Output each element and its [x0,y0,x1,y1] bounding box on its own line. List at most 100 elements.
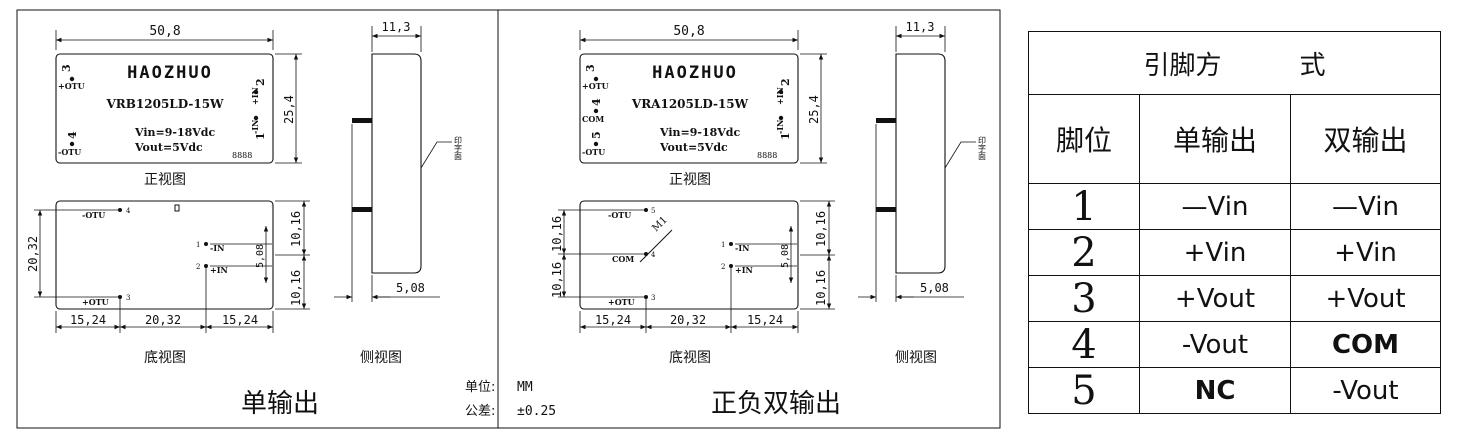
dim-side: 11,3 [382,20,411,34]
svg-text:1: 1 [254,132,267,140]
dim-width: 50,8 [149,24,180,39]
pin-1-front: 1 -IN [250,115,267,140]
pin-3-front: 3 +OTU [582,64,609,91]
pin-1-front: 1 -IN [775,115,792,140]
svg-text:2: 2 [779,78,792,86]
units-note: 单位: MM [465,380,533,395]
dim-side-pin: 5,08 [920,281,949,295]
module-bottom [55,200,274,310]
table-title-row: 引脚方 式 [1027,31,1442,95]
dual-output-value: +Vin [1289,229,1442,276]
svg-text:+IN: +IN [210,265,228,275]
pin-2-front: 2 +IN [250,78,267,105]
dim-pin-pitch: 5,08 [255,244,266,268]
bottom-view: 20,32 -OTU 4 +OTU 3 1 -IN 2 +IN [26,200,310,366]
module-front [55,53,274,164]
print-face-label: 印字面 [978,136,987,161]
brand-label: HAOZHUO [652,63,738,83]
pin-number: 2 [1028,229,1140,276]
dim-width: 50,8 [673,24,704,39]
svg-text:2: 2 [721,263,725,271]
svg-text:-IN: -IN [210,243,224,253]
vin-label: Vin=9-18Vdc [134,126,215,139]
dim-bottom-left: 20,32 [26,236,40,272]
pin-2-front: 2 +IN [775,78,792,105]
single-output-value: +Vin [1139,229,1291,276]
dim-height: 25,4 [282,95,296,124]
dim-bottom-left-a: 10,16 [550,216,564,252]
dim-b1: 15,24 [70,313,106,327]
pin-4-front: 4 COM [582,98,604,124]
dim-b3: 15,24 [747,313,783,327]
svg-text:4: 4 [66,131,79,139]
svg-text:4: 4 [590,98,603,106]
svg-text:公差:: 公差: [465,404,495,419]
table-header-row: 脚位 单输出 双输出 [1028,94,1442,184]
pin-1-bottom: 1 -IN [196,241,224,253]
svg-text:+OTU: +OTU [608,297,635,307]
side-view-caption: 侧视图 [895,350,937,366]
model-label: VRB1205LD-15W [105,97,224,111]
vin-label: Vin=9-18Vdc [659,126,740,139]
pin-number: 3 [1028,275,1140,322]
svg-text:3: 3 [126,294,130,302]
dim-bottom-left-b: 10,16 [550,262,564,298]
single-output-value: NC [1139,367,1291,414]
single-output-value: —Vin [1139,183,1291,230]
pin-2-bottom: 2 +IN [196,263,228,275]
dim-bottom-h2: 10,16 [289,270,303,306]
dim-bottom-h1: 10,16 [814,211,828,247]
dim-b2: 20,32 [670,313,706,327]
vout-label: Vout=5Vdc [659,141,728,154]
pin-4-bottom: -OTU 4 [82,207,131,220]
svg-text:1: 1 [721,241,725,249]
svg-text:1: 1 [779,132,792,140]
svg-text:+OTU: +OTU [82,297,109,307]
front-view-caption: 正视图 [144,172,186,188]
dual-output-value: COM [1289,321,1442,368]
svg-text:+OTU: +OTU [58,81,85,91]
pin-5-front: 5 -OTU [582,131,605,157]
pin-3-bottom: +OTU 3 [608,294,655,307]
header-pin: 脚位 [1028,94,1140,184]
svg-text:4: 4 [126,207,131,215]
print-face-label: 印字面 [454,136,463,161]
svg-text:+OTU: +OTU [582,81,609,91]
dim-b1: 15,24 [595,313,631,327]
svg-text:MM: MM [517,380,533,395]
front-view: 50,8 HAOZHUO VRB1205LD-15W Vin=9-18Vdc V… [55,24,302,188]
table-title: 引脚方 式 [1027,31,1442,95]
side-view-caption: 侧视图 [360,350,402,366]
svg-text:4: 4 [651,251,656,259]
pin-2-bottom: 2 +IN [721,263,753,275]
svg-text:COM: COM [582,114,604,124]
dim-side-pin: 5,08 [396,281,425,295]
pin-5-bottom: -OTU 5 [608,207,655,220]
side-view-dual: 11,3 印字面 5,08 侧视图 [858,20,987,366]
tolerance-note: 公差: ±0.25 [465,404,556,419]
svg-text:3: 3 [60,64,73,72]
svg-text:3: 3 [651,294,655,302]
svg-text:COM: COM [612,254,634,264]
dim-side: 11,3 [906,20,935,34]
svg-text:±0.25: ±0.25 [517,404,556,419]
header-dual: 双输出 [1289,94,1442,184]
dim-pin-pitch: 5,08 [780,244,791,268]
bottom-view-caption: 底视图 [144,350,186,366]
svg-text:单位:: 单位: [465,380,495,395]
svg-text:+IN: +IN [735,265,753,275]
pin-number: 1 [1028,183,1140,230]
module-side [895,53,946,274]
svg-text:-IN: -IN [250,120,260,134]
drawing-frame [16,9,1001,429]
table-row: 5 NC -Vout [1028,367,1442,414]
model-label: VRA1205LD-15W [631,97,749,111]
single-output-panel: 50,8 HAOZHUO VRB1205LD-15W Vin=9-18Vdc V… [26,20,463,419]
dual-output-caption: 正负双输出 [711,389,841,419]
svg-text:2: 2 [196,263,200,271]
front-view-dual: 50,8 HAOZHUO VRA1205LD-15W Vin=9-18Vdc V… [579,24,827,188]
marking-label: 8888 [757,151,777,160]
pin-3-bottom: +OTU 3 [82,294,130,307]
svg-text:-IN: -IN [775,120,785,134]
marking-label: 8888 [232,151,252,160]
